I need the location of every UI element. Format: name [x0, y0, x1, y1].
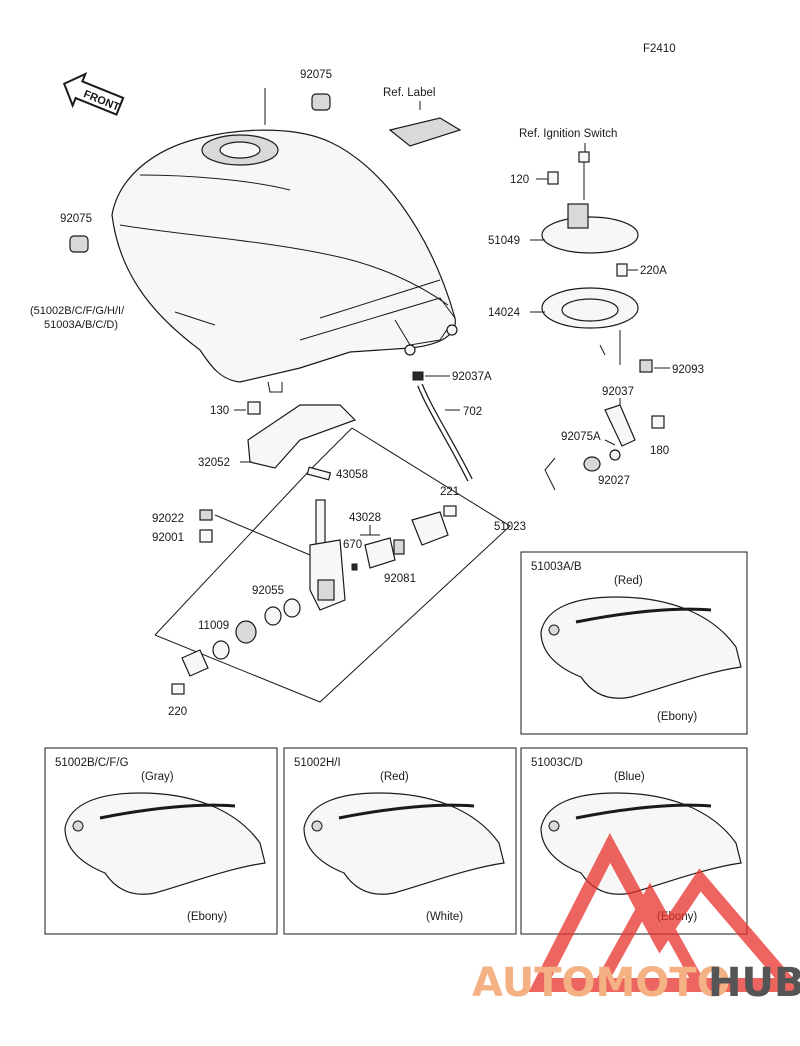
label-43058: 43058: [336, 469, 368, 481]
variant-body-color: (White): [426, 911, 463, 923]
variant-box: 51003A/B (Red) (Ebony): [520, 551, 748, 735]
o-ring: [264, 606, 282, 626]
tank-codes-line2: 51003A/B/C/D): [44, 319, 118, 331]
washer-92022: [199, 509, 213, 521]
label-180: 180: [650, 445, 669, 457]
variant-stripe-color: (Red): [380, 771, 409, 783]
o-ring-11009: [212, 640, 230, 660]
label-92037: 92037: [602, 386, 634, 398]
label-92075-left: 92075: [60, 213, 92, 225]
label-670: 670: [343, 539, 362, 551]
label-220: 220: [168, 706, 187, 718]
label-51023: 51023: [494, 521, 526, 533]
label-221: 221: [440, 486, 459, 498]
bolt-180: [651, 415, 665, 429]
label-92075-top: 92075: [300, 69, 332, 81]
o-ring-92055: [283, 598, 301, 618]
label-92081: 92081: [384, 573, 416, 585]
variant-code: 51002H/I: [294, 757, 341, 769]
clamp-92037a: [412, 371, 424, 381]
label-92022: 92022: [152, 513, 184, 525]
screw-221: [443, 505, 457, 517]
watermark-text-1: AUTOMOTO: [472, 960, 731, 1006]
watermark-text-2: HUB: [708, 960, 800, 1006]
variant-code: 51003C/D: [531, 757, 583, 769]
cap-screw: [547, 171, 559, 185]
fuel-tap-frame: [154, 427, 511, 703]
label-92037a: 92037A: [452, 371, 492, 383]
front-arrow-icon: FRONT: [62, 72, 125, 116]
label-702: 702: [463, 406, 482, 418]
figure-code: F2410: [643, 43, 676, 55]
label-14024: 14024: [488, 307, 521, 319]
bush-92075a: [583, 456, 601, 472]
variant-stripe-color: (Red): [614, 575, 643, 587]
label-92075a: 92075A: [561, 431, 601, 443]
tank-stripe: [575, 803, 712, 820]
label-130: 130: [210, 405, 229, 417]
ref-label-text: Ref. Label: [383, 87, 435, 99]
collar-92027: [609, 449, 621, 461]
variant-box: 51002B/C/F/G (Gray) (Ebony): [44, 747, 278, 935]
ignition-bolt: [578, 151, 590, 163]
diaphragm-43028: [364, 537, 396, 569]
fuel-tap: [309, 499, 346, 611]
tank-stripe: [338, 803, 475, 820]
ref-label-plate: [388, 117, 462, 147]
variant-code: 51002B/C/F/G: [55, 757, 129, 769]
tank-silhouette: [540, 792, 742, 895]
label-11009: 11009: [198, 620, 229, 632]
label-92027: 92027: [598, 475, 630, 487]
variant-stripe-color: (Blue): [614, 771, 645, 783]
bolt-92001: [199, 529, 213, 543]
rubber-bush-top: [311, 93, 331, 111]
screw-220a: [616, 263, 628, 277]
filter-cup: [235, 620, 257, 644]
drain-plate: [181, 649, 209, 677]
ref-ignition-text: Ref. Ignition Switch: [519, 128, 617, 140]
label-92055: 92055: [252, 585, 284, 597]
variant-box: 51002H/I (Red) (White): [283, 747, 517, 935]
variant-body-color: (Ebony): [187, 911, 227, 923]
cover-plate: [411, 511, 449, 546]
label-43028: 43028: [349, 512, 381, 524]
watermark: AUTOMOTO HUB: [472, 832, 800, 1006]
tank-stripe: [575, 607, 712, 624]
tank-codes-line1: (51002B/C/F/G/H/I/: [30, 305, 125, 317]
rubber-bush-left: [69, 235, 89, 253]
spring-92081: [393, 539, 405, 555]
label-92001: 92001: [152, 532, 184, 544]
variant-stripe-color: (Gray): [141, 771, 174, 783]
bracket-32052: [247, 404, 357, 469]
variant-body-color: (Ebony): [657, 711, 697, 723]
fuel-cap: [541, 216, 639, 254]
tank-silhouette: [303, 792, 505, 895]
pin-670: [351, 563, 358, 571]
bolt-130: [247, 401, 261, 415]
label-120: 120: [510, 174, 529, 186]
tank-silhouette: [64, 792, 266, 895]
label-220a: 220A: [640, 265, 667, 277]
label-92093: 92093: [672, 364, 704, 376]
tank-stripe: [99, 803, 236, 820]
label-51049: 51049: [488, 235, 520, 247]
nut-92093: [639, 359, 653, 373]
gasket-43058: [306, 466, 332, 481]
screw-220: [171, 683, 185, 695]
tank-silhouette: [540, 596, 742, 699]
label-32052: 32052: [198, 457, 230, 469]
watermark-logo-icon: [528, 832, 800, 992]
bracket-92037: [604, 404, 636, 447]
variant-code: 51003A/B: [531, 561, 582, 573]
